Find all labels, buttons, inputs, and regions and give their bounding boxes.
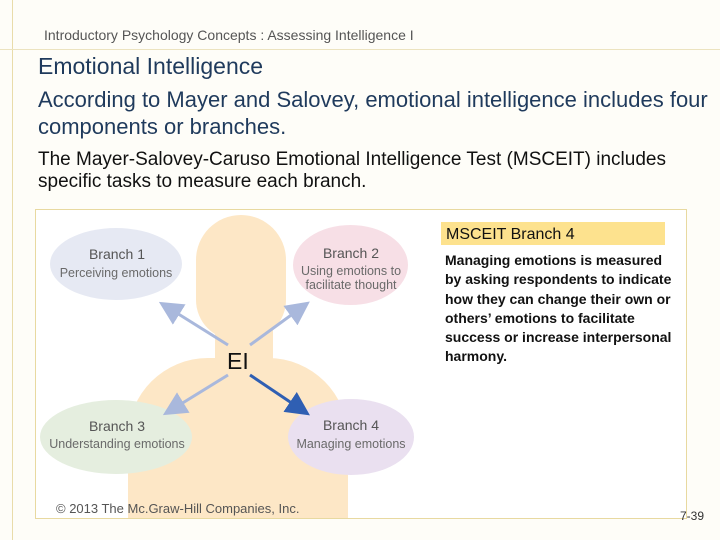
branch-1-title: Branch 1	[62, 246, 172, 262]
page-number: 7-39	[680, 509, 704, 523]
arrow-to-branch-4	[250, 375, 305, 412]
branch-1-desc: Perceiving emotions	[50, 266, 182, 280]
sidebar-title: MSCEIT Branch 4	[446, 226, 575, 244]
ei-label: EI	[227, 348, 249, 375]
branch-4-desc: Managing emotions	[284, 437, 418, 451]
branch-2-desc: Using emotions to facilitate thought	[292, 264, 410, 292]
branch-3-desc: Understanding emotions	[36, 437, 198, 451]
arrow-to-branch-2	[250, 305, 305, 345]
arrow-to-branch-1	[164, 305, 228, 345]
sidebar-body-text: is measured by asking respondents to ind…	[445, 252, 671, 364]
sidebar-highlight: Managing emotions	[445, 252, 576, 268]
branch-4-title: Branch 4	[296, 417, 406, 433]
sidebar-body: Managing emotions is measured by asking …	[445, 251, 675, 367]
copyright: © 2013 The Mc.Graw-Hill Companies, Inc.	[56, 501, 299, 516]
branch-2-title: Branch 2	[296, 245, 406, 261]
branch-3-title: Branch 3	[62, 418, 172, 434]
arrow-to-branch-3	[168, 375, 228, 412]
